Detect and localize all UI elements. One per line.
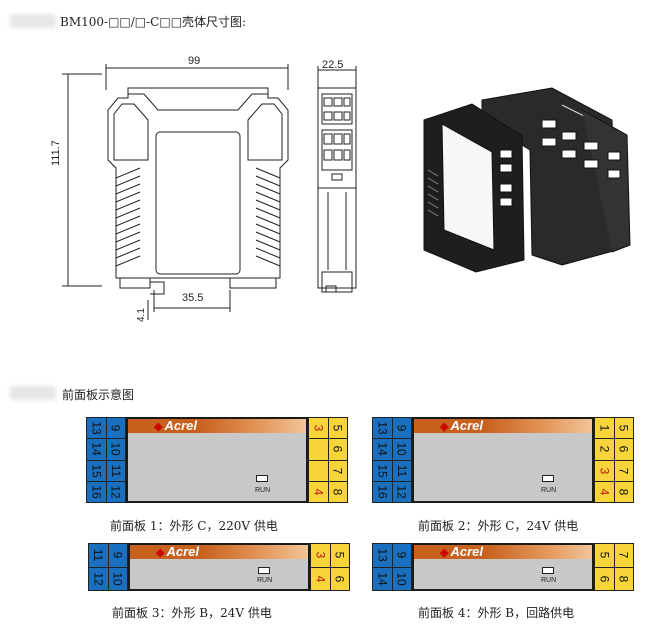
acrel-logo: ◈Acrel — [440, 544, 483, 560]
front-view-drawing — [62, 64, 289, 320]
run-led — [542, 567, 554, 574]
panel-face: ◈Acrel RUN — [126, 417, 308, 503]
run-led — [258, 567, 270, 574]
run-label: RUN — [255, 487, 271, 494]
panel-4-caption: 前面板 4：外形 B，回路供电 — [418, 606, 575, 620]
blurred-text — [10, 14, 56, 28]
run-label: RUN — [541, 577, 557, 584]
side-view-drawing — [317, 66, 357, 293]
dim-height: 111.7 — [50, 140, 62, 166]
run-led — [256, 475, 268, 482]
panel-3-caption: 前面板 3：外形 B，24V 供电 — [112, 606, 272, 620]
acrel-logo: ◈Acrel — [156, 544, 199, 560]
dimension-title: BM100-□□/□-C□□壳体尺寸图: — [60, 15, 247, 29]
run-label: RUN — [541, 487, 557, 494]
blurred-text — [10, 386, 56, 400]
acrel-logo: ◈Acrel — [440, 418, 483, 434]
product-3d-illustration — [423, 87, 631, 273]
panel-face: ◈Acrel RUN — [128, 543, 310, 591]
run-label: RUN — [257, 577, 273, 584]
panel-2-caption: 前面板 2：外形 C，24V 供电 — [418, 519, 579, 533]
acrel-logo: ◈Acrel — [154, 418, 197, 434]
run-led — [542, 475, 554, 482]
front-panel-title: 前面板示意图 — [62, 388, 135, 402]
dim-depth: 22.5 — [322, 59, 344, 71]
panel-face: ◈Acrel RUN — [412, 417, 594, 503]
dim-rail: 35.5 — [182, 292, 204, 304]
dim-foot: 4.1 — [136, 308, 147, 322]
panel-face: ◈Acrel RUN — [412, 543, 594, 591]
dim-width: 99 — [188, 55, 201, 67]
panel-1-caption: 前面板 1：外形 C，220V 供电 — [110, 519, 278, 533]
